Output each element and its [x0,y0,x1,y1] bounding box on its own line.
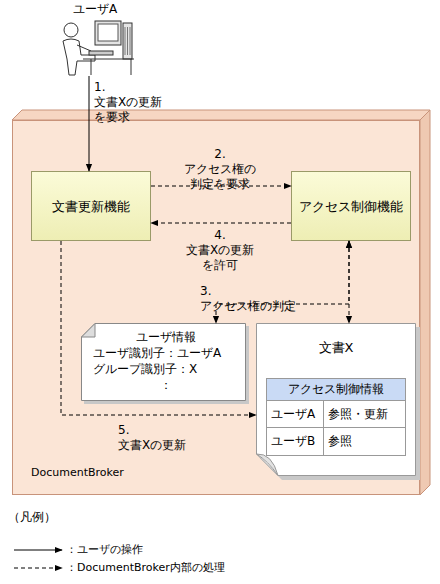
tower-stripes [125,27,130,55]
box-top-face [12,110,430,120]
note-fold [82,324,96,338]
monitor [95,21,121,45]
edge-label: 2.アクセス権の 判定を要求 [184,147,256,192]
access-table: アクセス制御情報ユーザA参照・更新ユーザB参照 [266,378,406,456]
table-cell: 参照・更新 [324,401,405,428]
document-curl [257,454,279,476]
edge-label: 5.文書Xの更新 [118,423,186,453]
function-name: 文書更新機能 [52,199,130,214]
function-box: 文書更新機能 [31,171,151,241]
desk [83,59,134,75]
user-icon [55,19,135,77]
user-head [64,23,78,37]
table-cell: ユーザA [267,401,324,428]
box-side-face [420,110,430,495]
note-content: ユーザ情報ユーザ識別子：ユーザAグループ識別子：X： [81,323,246,393]
system-name: DocumentBroker [31,465,124,480]
function-box: アクセス制御機能 [291,171,411,241]
note-body [82,324,246,401]
table-header: アクセス制御情報 [267,379,405,401]
note-line: ユーザ識別子：ユーザA [93,345,238,361]
user-arm [77,45,91,51]
user-body [63,39,95,75]
note-line: グループ識別子：X [93,361,238,377]
function-name: アクセス制御機能 [299,199,403,214]
legend-text: ：DocumentBroker内部の処理 [66,560,225,575]
edge-label: 1.文書Xの更新 を要求 [94,80,162,125]
note-title: ユーザ情報 [93,329,238,345]
monitor-screen [98,24,118,41]
legend-text: ：ユーザの操作 [66,542,143,557]
note-box: ユーザ情報ユーザ識別子：ユーザAグループ識別子：X： [81,323,246,401]
legend-solid-arrow [14,550,62,551]
keyboard [89,51,113,55]
table-cell: 参照 [324,428,405,455]
legend-dashed-arrow [14,568,62,569]
pc-tower [123,23,132,59]
document-title: 文書X [256,340,416,355]
table-cell: ユーザB [267,428,324,455]
edge-label: 4.文書Xの更新 を許可 [186,228,254,273]
edge-label: 3.アクセス権の判定 [200,284,296,314]
note-line: ： [93,377,238,393]
legend-heading: （凡例） [8,510,56,525]
document-body [257,324,416,476]
actor-name: ユーザA [55,2,135,17]
user-actor: ユーザA [55,2,135,76]
document-box: 文書X アクセス制御情報ユーザA参照・更新ユーザB参照 [256,323,416,476]
